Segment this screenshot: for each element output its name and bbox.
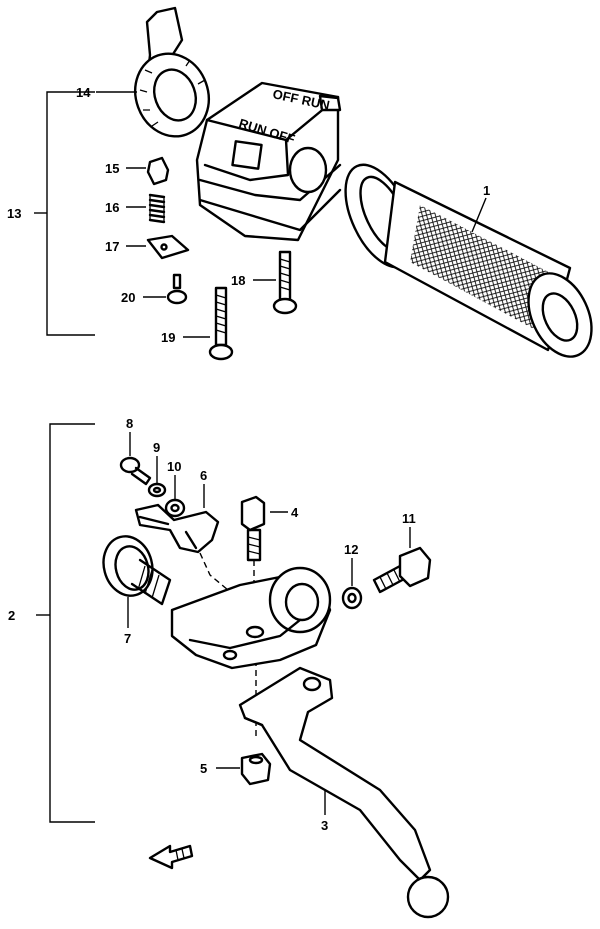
part-20-screw (166, 273, 188, 305)
leader-1 (471, 197, 487, 233)
bracket-13 (34, 91, 95, 336)
callout-12: 12 (344, 542, 358, 557)
callout-10: 10 (167, 459, 181, 474)
bracket-2 (36, 423, 95, 823)
callout-13: 13 (7, 206, 21, 221)
callout-8: 8 (126, 416, 133, 431)
part-1-grip (344, 163, 593, 358)
part-9-washer (147, 482, 167, 498)
part-7-adjuster (102, 535, 172, 606)
part-3-lever (238, 666, 450, 919)
part-16-spring (148, 193, 166, 224)
callout-6: 6 (200, 468, 207, 483)
assembly-line-a (199, 552, 229, 591)
callout-17: 17 (105, 239, 119, 254)
part-5-nut (240, 752, 272, 786)
part-12-washer (341, 586, 363, 610)
part-15-cap (146, 156, 170, 186)
callout-18: 18 (231, 273, 245, 288)
callout-14: 14 (76, 85, 91, 100)
callout-19: 19 (161, 330, 175, 345)
part-14-switch-lever (134, 6, 210, 138)
part-8-bolt (119, 456, 152, 486)
part-4-bolt (240, 495, 266, 562)
callout-2: 2 (8, 608, 15, 623)
lever-bracket (170, 566, 332, 670)
callout-16: 16 (105, 200, 119, 215)
part-17-plate (146, 234, 190, 260)
part-6-switch (134, 503, 220, 554)
callout-7: 7 (124, 631, 131, 646)
callout-4: 4 (291, 505, 299, 520)
callout-3: 3 (321, 818, 328, 833)
callout-11: 11 (402, 511, 416, 526)
arrow-left-icon (148, 844, 194, 870)
callout-5: 5 (200, 761, 207, 776)
callout-9: 9 (153, 440, 160, 455)
part-18-screw (272, 250, 298, 315)
part-10-washer (164, 498, 186, 518)
callout-15: 15 (105, 161, 119, 176)
part-19-screw (208, 286, 234, 361)
callout-20: 20 (121, 290, 135, 305)
part-11-bolt (372, 546, 432, 594)
switch-housing: RUN OFF OFF RUN (195, 81, 342, 242)
callout-labels: 14 13 15 16 17 20 19 18 1 2 8 9 10 6 4 1… (7, 85, 490, 833)
callout-1: 1 (483, 183, 490, 198)
